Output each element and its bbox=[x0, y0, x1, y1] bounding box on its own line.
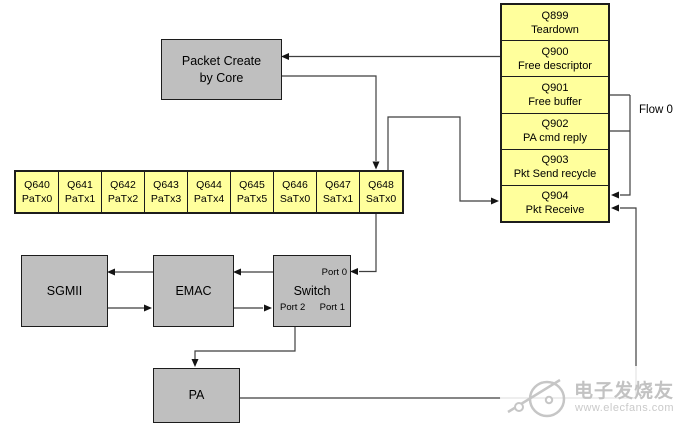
flow0-label: Flow 0 bbox=[639, 104, 673, 116]
tx-queue-cell-q644: Q644 PaTx4 bbox=[188, 172, 231, 212]
queue-label: PaTx3 bbox=[150, 193, 182, 205]
pa-block: PA bbox=[153, 368, 240, 423]
queue-label: PaTx4 bbox=[193, 193, 225, 205]
rx-queue-row-q903: Q903 Pkt Send recycle bbox=[502, 150, 608, 186]
queue-label: SaTx0 bbox=[279, 193, 311, 205]
tx-queue-row: Q640 PaTx0 Q641 PaTx1 Q642 PaTx2 Q643 Pa… bbox=[14, 170, 404, 214]
queue-id: Q641 bbox=[67, 179, 93, 191]
pa-label: PA bbox=[188, 388, 205, 402]
rx-queue-row-q904: Q904 Pkt Receive bbox=[502, 186, 608, 221]
queue-label: SaTx1 bbox=[322, 193, 354, 205]
tx-queue-cell-q647: Q647 SaTx1 bbox=[317, 172, 360, 212]
conn-switch-to-emac bbox=[233, 268, 273, 276]
emac-block: EMAC bbox=[153, 255, 234, 327]
queue-id: Q648 bbox=[368, 179, 394, 191]
queue-id: Q640 bbox=[24, 179, 50, 191]
conn-flow0-bracket bbox=[610, 94, 631, 199]
queue-id: Q904 bbox=[541, 190, 569, 203]
switch-block: Switch Port 0 Port 2 Port 1 bbox=[273, 255, 351, 327]
switch-port0-label: Port 0 bbox=[321, 267, 347, 278]
queue-label: Free buffer bbox=[528, 95, 582, 108]
conn-pa-to-q904 bbox=[238, 204, 637, 399]
packet-create-line1: Packet Create bbox=[181, 53, 262, 68]
queue-id: Q902 bbox=[541, 118, 569, 131]
packet-create-block: Packet Create by Core bbox=[161, 39, 282, 100]
rx-queue-row-q900: Q900 Free descriptor bbox=[502, 41, 608, 78]
queue-label: Free descriptor bbox=[518, 59, 592, 72]
rx-queue-row-q902: Q902 PA cmd reply bbox=[502, 114, 608, 150]
switch-port1-label: Port 1 bbox=[319, 302, 345, 313]
queue-id: Q901 bbox=[541, 81, 569, 94]
queue-label: PaTx0 bbox=[21, 193, 53, 205]
queue-label: PaTx1 bbox=[64, 193, 96, 205]
conn-q900-to-core bbox=[281, 53, 503, 60]
rx-queue-row-q901: Q901 Free buffer bbox=[502, 77, 608, 114]
watermark-title: 电子发烧友 bbox=[574, 381, 675, 402]
watermark-url: www.elecfans.com bbox=[575, 402, 675, 414]
watermark: 电子发烧友 www.elecfans.com bbox=[500, 366, 679, 428]
switch-label: Switch bbox=[293, 283, 331, 298]
packet-create-label: Packet Create by Core bbox=[182, 53, 261, 87]
tx-queue-cell-q648: Q648 SaTx0 bbox=[360, 172, 402, 212]
elecfans-logo-icon bbox=[507, 378, 566, 418]
conn-emac-to-switch bbox=[232, 304, 272, 312]
conn-core-to-q648 bbox=[280, 75, 380, 170]
conn-q648-to-q904 bbox=[387, 116, 499, 205]
queue-id: Q899 bbox=[541, 9, 569, 22]
conn-q648-to-switch-port0 bbox=[350, 214, 377, 275]
queue-label: Pkt Send recycle bbox=[513, 168, 597, 181]
queue-label: PaTx2 bbox=[107, 193, 139, 205]
conn-switch-to-pa bbox=[191, 325, 296, 367]
queue-id: Q647 bbox=[325, 179, 351, 191]
queue-label: Teardown bbox=[531, 23, 579, 36]
tx-queue-cell-q641: Q641 PaTx1 bbox=[59, 172, 102, 212]
queue-id: Q644 bbox=[196, 179, 222, 191]
rx-queue-row-q899: Q899 Teardown bbox=[502, 5, 608, 42]
queue-label: PA cmd reply bbox=[523, 132, 587, 145]
tx-queue-cell-q643: Q643 PaTx3 bbox=[145, 172, 188, 212]
tx-queue-cell-q640: Q640 PaTx0 bbox=[16, 172, 59, 212]
queue-id: Q642 bbox=[110, 179, 136, 191]
queue-id: Q900 bbox=[541, 45, 569, 58]
queue-id: Q903 bbox=[541, 154, 569, 167]
switch-port2-label: Port 2 bbox=[280, 302, 306, 313]
queue-id: Q646 bbox=[282, 179, 308, 191]
queue-label: Pkt Receive bbox=[525, 204, 585, 217]
conn-sgmii-to-emac bbox=[106, 304, 152, 312]
tx-queue-cell-q642: Q642 PaTx2 bbox=[102, 172, 145, 212]
tx-queue-cell-q646: Q646 SaTx0 bbox=[274, 172, 317, 212]
queue-id: Q643 bbox=[153, 179, 179, 191]
tx-queue-cell-q645: Q645 PaTx5 bbox=[231, 172, 274, 212]
queue-label: PaTx5 bbox=[236, 193, 268, 205]
packet-create-line2: by Core bbox=[199, 70, 244, 85]
sgmii-label: SGMII bbox=[46, 283, 83, 298]
rx-queue-table: Q899 Teardown Q900 Free descriptor Q901 … bbox=[500, 3, 610, 223]
queue-label: SaTx0 bbox=[365, 193, 397, 205]
queue-id: Q645 bbox=[239, 179, 265, 191]
sgmii-block: SGMII bbox=[21, 255, 108, 327]
emac-label: EMAC bbox=[175, 283, 212, 298]
